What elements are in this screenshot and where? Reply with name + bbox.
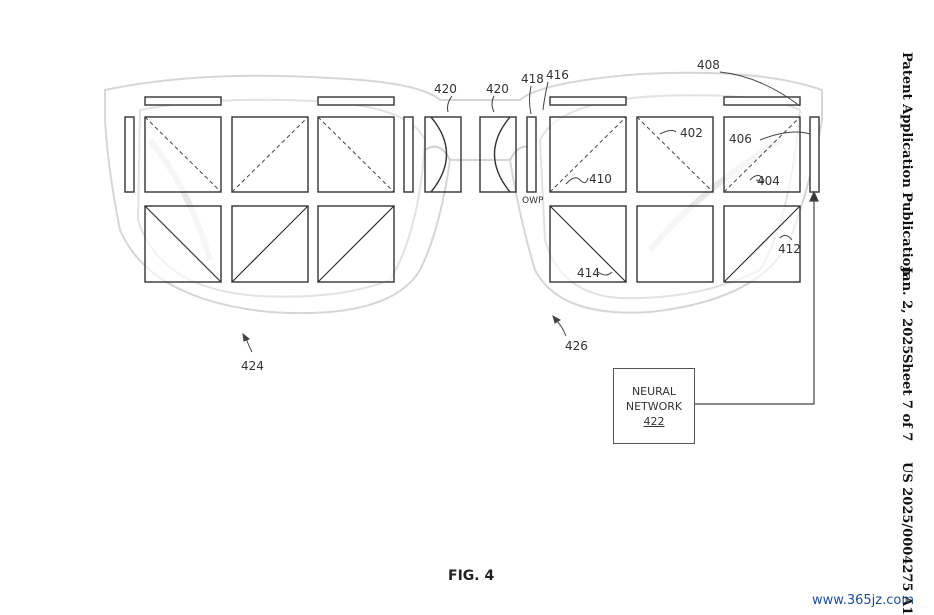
- leader-lines: [447, 71, 811, 276]
- square-l3: [317, 116, 395, 193]
- label-410: 410: [589, 172, 612, 186]
- label-420-right: 420: [486, 82, 509, 96]
- label-412: 412: [778, 242, 801, 256]
- side-bar-right-inner: [526, 116, 537, 193]
- nn-ref: 422: [643, 414, 665, 428]
- nose-element-right: [479, 116, 517, 193]
- nose-elements: [424, 116, 517, 193]
- label-418: 418: [521, 72, 544, 86]
- figure-caption: FIG. 4: [448, 568, 495, 584]
- top-bar-1: [144, 96, 222, 106]
- square-r5: [636, 205, 714, 283]
- nn-line1: NEURAL: [631, 384, 677, 398]
- label-420-left: 420: [434, 82, 457, 96]
- top-bar-4: [723, 96, 801, 106]
- neural-network-box: NEURAL NETWORK 422: [613, 368, 695, 444]
- side-bars: [124, 116, 820, 193]
- label-414: 414: [577, 266, 600, 280]
- label-408: 408: [697, 58, 720, 72]
- label-404: 404: [757, 174, 780, 188]
- label-424: 424: [241, 359, 264, 373]
- header-publication: Patent Application Publication: [899, 52, 914, 276]
- nose-element-left: [424, 116, 462, 193]
- side-bar-left-outer: [124, 116, 135, 193]
- ref-arrows: [242, 314, 567, 353]
- top-bar-3: [549, 96, 627, 106]
- label-402: 402: [680, 126, 703, 140]
- top-row-diagonals: [144, 116, 801, 193]
- label-416: 416: [546, 68, 569, 82]
- side-bar-right-outer: [809, 116, 820, 193]
- top-bar-2: [317, 96, 395, 106]
- bottom-row-diagonals: [144, 205, 801, 283]
- patent-header: Patent Application Publication Jan. 2, 2…: [892, 52, 916, 615]
- label-406: 406: [729, 132, 752, 146]
- top-bars: [144, 96, 801, 106]
- nn-connector: [693, 190, 819, 405]
- header-date: Jan. 2, 2025: [899, 267, 914, 355]
- nn-line2: NETWORK: [625, 399, 683, 413]
- label-426: 426: [565, 339, 588, 353]
- label-owp: OWP: [522, 196, 544, 206]
- side-bar-left-inner: [403, 116, 414, 193]
- watermark: www.365jz.com: [812, 593, 914, 608]
- header-sheet: Sheet 7 of 7: [899, 354, 914, 442]
